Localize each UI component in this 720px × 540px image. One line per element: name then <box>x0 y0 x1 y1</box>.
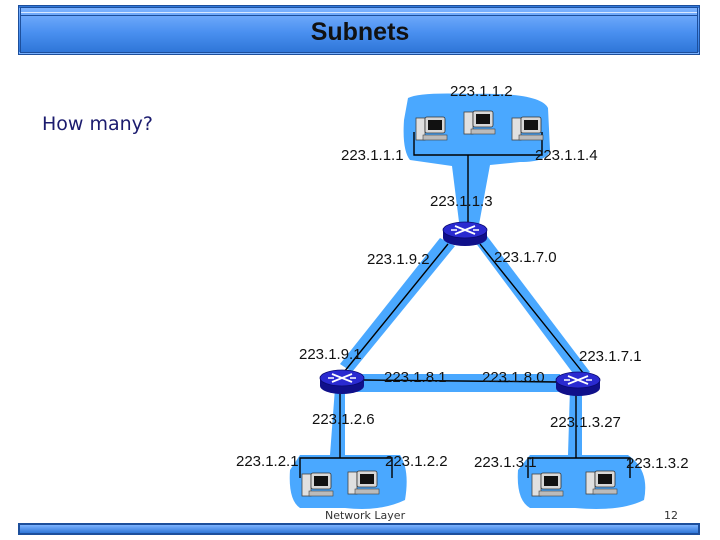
host-computer-icon <box>347 470 380 495</box>
address-label: 223.1.8.0 <box>482 369 545 386</box>
address-label: 223.1.8.1 <box>384 369 447 386</box>
link-top-to-left <box>343 243 449 373</box>
router-icon-left <box>319 369 365 395</box>
address-label: 223.1.7.1 <box>579 348 642 365</box>
subnet-223-1-8 <box>350 374 560 392</box>
host-computer-icon <box>415 116 448 141</box>
address-label: 223.1.1.1 <box>341 147 404 164</box>
address-label: 223.1.3.27 <box>550 414 621 431</box>
lan-223-1-1 <box>413 132 543 156</box>
title-bar <box>18 5 700 55</box>
host-computer-icon <box>531 472 564 497</box>
lan-223-1-2 <box>299 457 393 478</box>
page-number: 12 <box>664 509 678 522</box>
host-computer-icon <box>301 472 334 497</box>
question-text: How many? <box>42 113 154 135</box>
address-label: 223.1.1.3 <box>430 193 493 210</box>
host-computer-icon <box>511 116 544 141</box>
address-label: 223.1.7.0 <box>494 249 557 266</box>
address-label: 223.1.9.2 <box>367 251 430 268</box>
footer-text: Network Layer <box>325 509 406 522</box>
host-computer-icon <box>463 110 496 135</box>
address-label: 223.1.1.2 <box>450 83 513 100</box>
router-icon-top <box>442 221 488 247</box>
subnet-223-1-7 <box>472 232 590 380</box>
address-label: 223.1.3.1 <box>474 454 537 471</box>
bottom-bar <box>18 523 700 535</box>
address-label: 223.1.1.4 <box>535 147 598 164</box>
router-icon-right <box>555 371 601 397</box>
address-label: 223.1.3.2 <box>626 455 689 472</box>
host-computer-icon <box>585 470 618 495</box>
slide-title: Subnets <box>310 18 410 46</box>
address-label: 223.1.9.1 <box>299 346 362 363</box>
address-label: 223.1.2.2 <box>385 453 448 470</box>
address-label: 223.1.2.6 <box>312 411 375 428</box>
address-label: 223.1.2.1 <box>236 453 299 470</box>
lan-223-1-3 <box>527 457 631 478</box>
link-left-to-right <box>363 379 559 383</box>
links <box>299 132 631 478</box>
link-top-to-right <box>479 243 585 375</box>
